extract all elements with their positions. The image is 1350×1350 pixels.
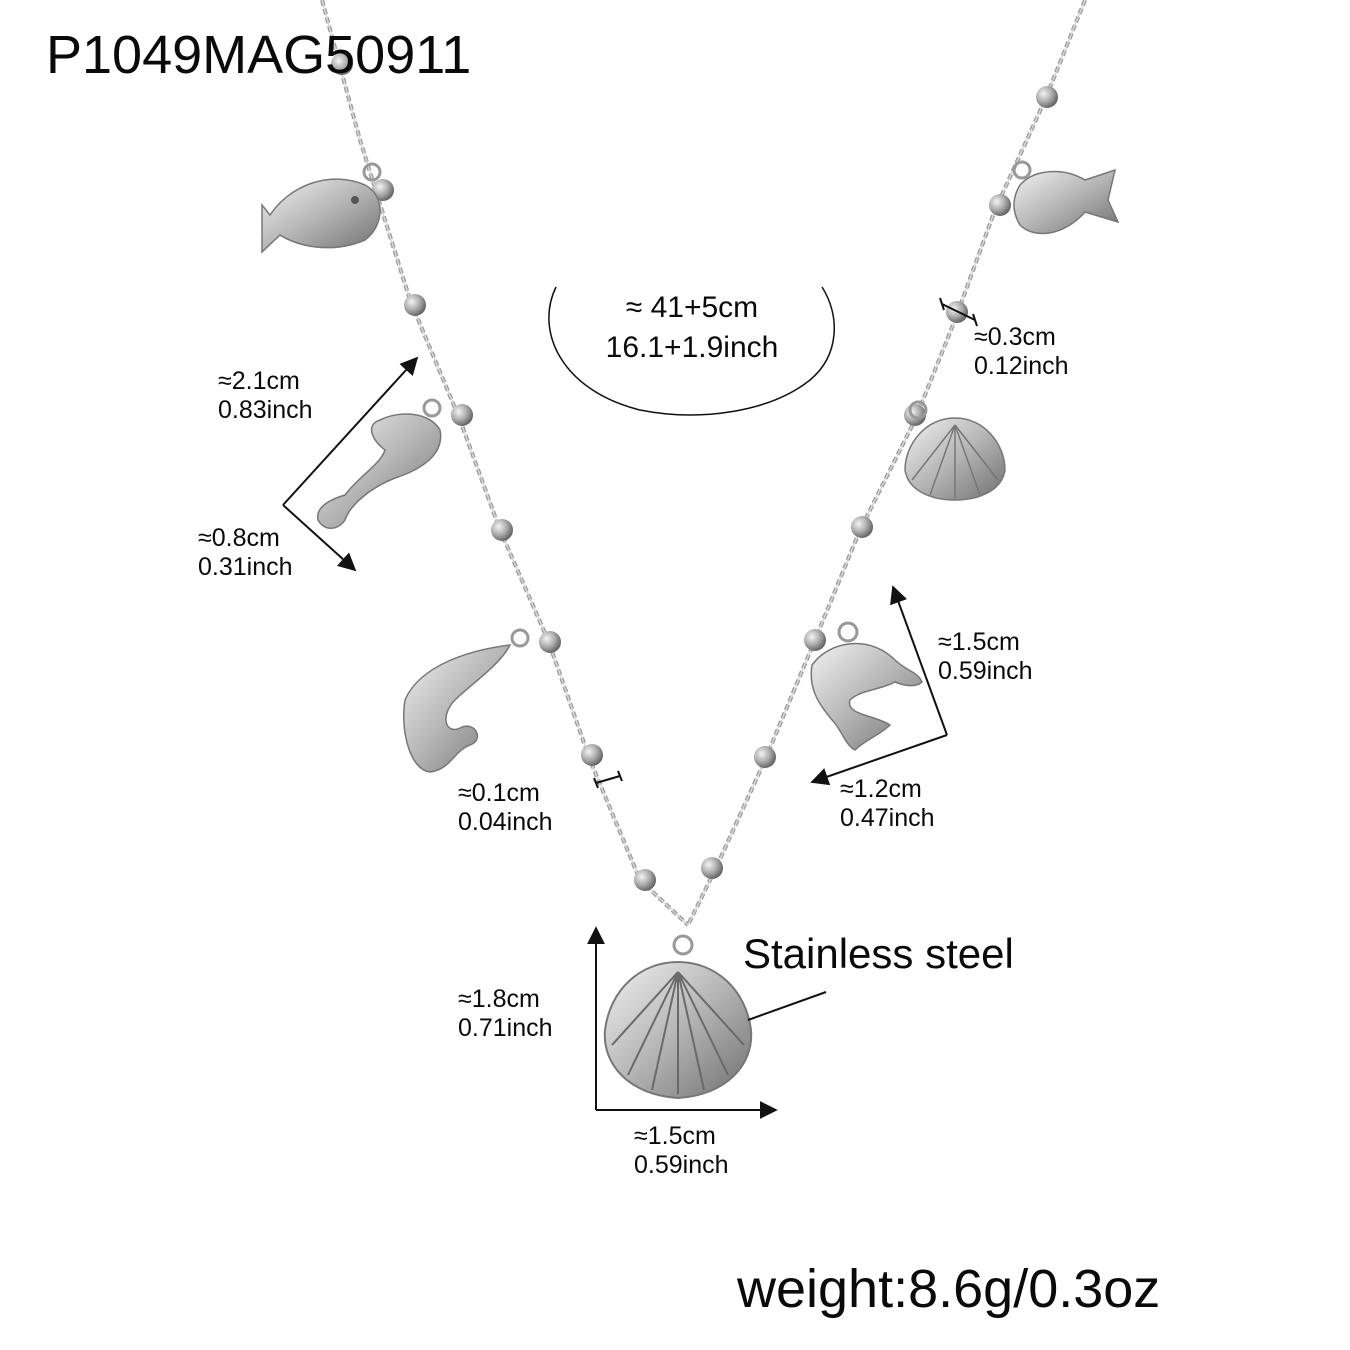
beads <box>331 53 1058 891</box>
dimension-lines <box>282 297 978 1119</box>
seahorse-width-cm: ≈0.8cm <box>198 524 280 552</box>
bead-diameter-cm: ≈0.3cm <box>974 323 1056 351</box>
shell-width-label: ≈1.5cm 0.59inch <box>634 1122 729 1180</box>
dolphin-width-cm: ≈1.2cm <box>840 775 922 803</box>
fish-charm <box>261 162 382 254</box>
dolphin-height-label: ≈1.5cm 0.59inch <box>938 628 1033 686</box>
seahorse-width-inch: 0.31inch <box>198 553 293 581</box>
seahorse-width-label: ≈0.8cm 0.31inch <box>198 524 293 582</box>
seahorse-height-cm: ≈2.1cm <box>218 367 300 395</box>
dolphin-height-cm: ≈1.5cm <box>938 628 1020 656</box>
chain-width-inch: 0.04inch <box>458 808 553 836</box>
dolphin-height-inch: 0.59inch <box>938 657 1033 685</box>
dolphin-charm <box>810 621 923 751</box>
dolphin-width-inch: 0.47inch <box>840 804 935 832</box>
product-sku: P1049MAG50911 <box>46 25 472 85</box>
weight-label: weight:8.6g/0.3oz <box>737 1259 1161 1319</box>
chain-width-label: ≈0.1cm 0.04inch <box>458 779 553 837</box>
shell-width-cm: ≈1.5cm <box>634 1122 716 1150</box>
length-ellipse <box>548 286 836 416</box>
shrimp-charm <box>403 628 530 773</box>
shell-height-cm: ≈1.8cm <box>458 985 540 1013</box>
seahorse-height-inch: 0.83inch <box>218 396 313 424</box>
material-label: Stainless steel <box>743 930 1014 977</box>
tropical-fish-charm <box>1012 160 1120 235</box>
necklace-length-label: ≈ 41+5cm 16.1+1.9inch <box>568 288 816 368</box>
shell-height-inch: 0.71inch <box>458 1014 553 1042</box>
shell-pendant <box>603 934 753 1100</box>
length-inch: 16.1+1.9inch <box>605 331 779 364</box>
dolphin-width-label: ≈1.2cm 0.47inch <box>840 775 935 833</box>
bead-diameter-label: ≈0.3cm 0.12inch <box>974 323 1069 381</box>
seahorse-height-label: ≈2.1cm 0.83inch <box>218 367 313 425</box>
shell-charm <box>904 400 1006 501</box>
chain-right <box>686 0 1087 926</box>
bead-diameter-inch: 0.12inch <box>974 352 1069 380</box>
shell-width-inch: 0.59inch <box>634 1151 729 1179</box>
shell-height-label: ≈1.8cm 0.71inch <box>458 985 553 1043</box>
length-cm: ≈ 41+5cm <box>625 291 759 324</box>
chain-width-cm: ≈0.1cm <box>458 779 540 807</box>
seahorse-charm <box>317 398 442 529</box>
